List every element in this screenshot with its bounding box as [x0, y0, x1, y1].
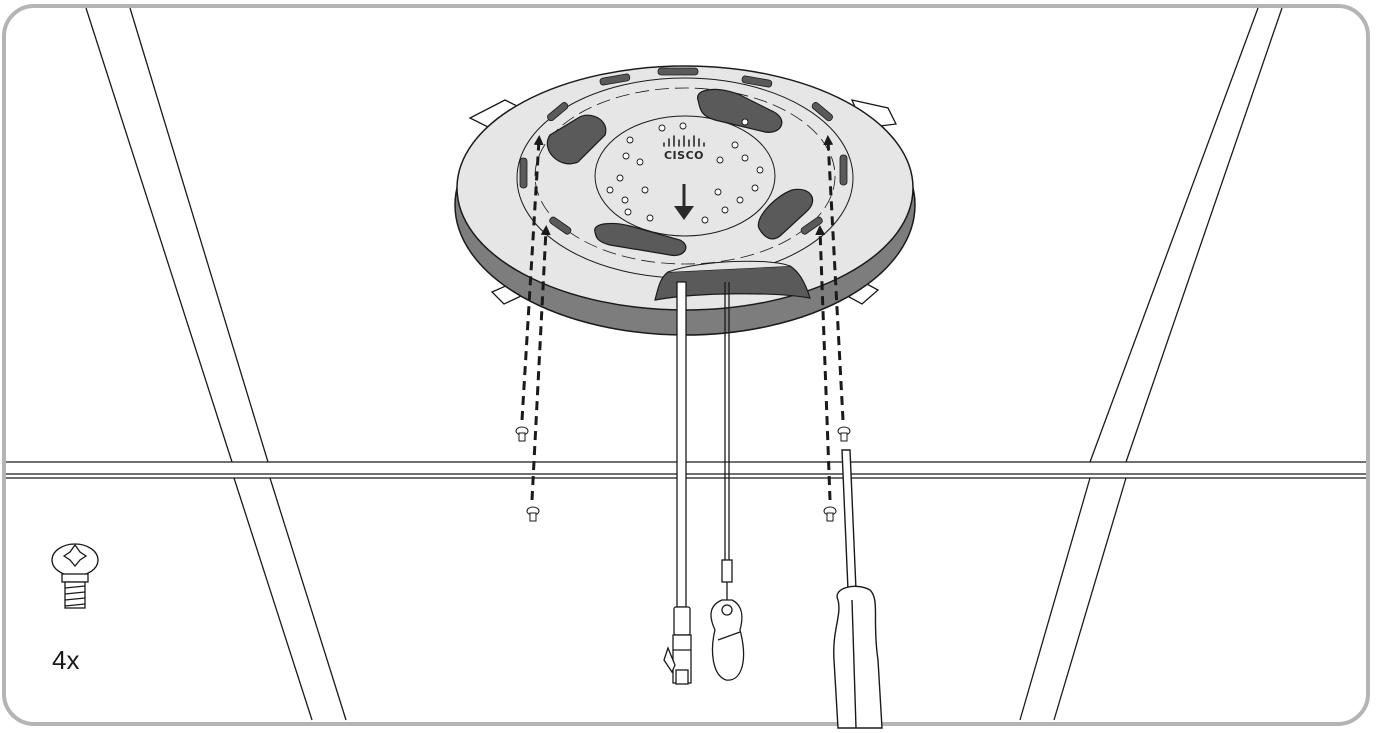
- keyhole-slot: [546, 114, 607, 165]
- screw-icon: [837, 426, 851, 442]
- screwdriver-icon: [833, 449, 883, 729]
- keyhole-slot: [594, 222, 687, 257]
- keyhole-slot: [697, 88, 783, 133]
- ethernet-cable-icon: [663, 281, 692, 685]
- dashed-arrow-up-icon: [530, 225, 551, 501]
- dashed-arrow-up-icon: [815, 225, 832, 501]
- mounting-bracket: CISCO: [454, 65, 916, 336]
- keyhole-slot: [757, 188, 814, 240]
- screw-icon: [526, 506, 540, 522]
- dashed-arrow-up-icon: [520, 135, 544, 421]
- carabiner-icon: [710, 282, 745, 681]
- rim-slots: [519, 67, 848, 235]
- screw-legend-icon: [51, 543, 99, 609]
- cable-notch: [654, 265, 811, 301]
- dashed-arrow-up-icon: [823, 135, 845, 421]
- screw-icon: [515, 426, 529, 442]
- cisco-logo: [663, 135, 705, 147]
- mount-holes: [606, 118, 764, 224]
- screw-path-arrows: [520, 135, 845, 501]
- screw-quantity-label: 4x: [52, 645, 80, 675]
- brand-name: CISCO: [664, 149, 704, 162]
- screw-icon: [823, 506, 837, 522]
- orientation-arrow-icon: [674, 184, 694, 220]
- screws: [515, 426, 851, 522]
